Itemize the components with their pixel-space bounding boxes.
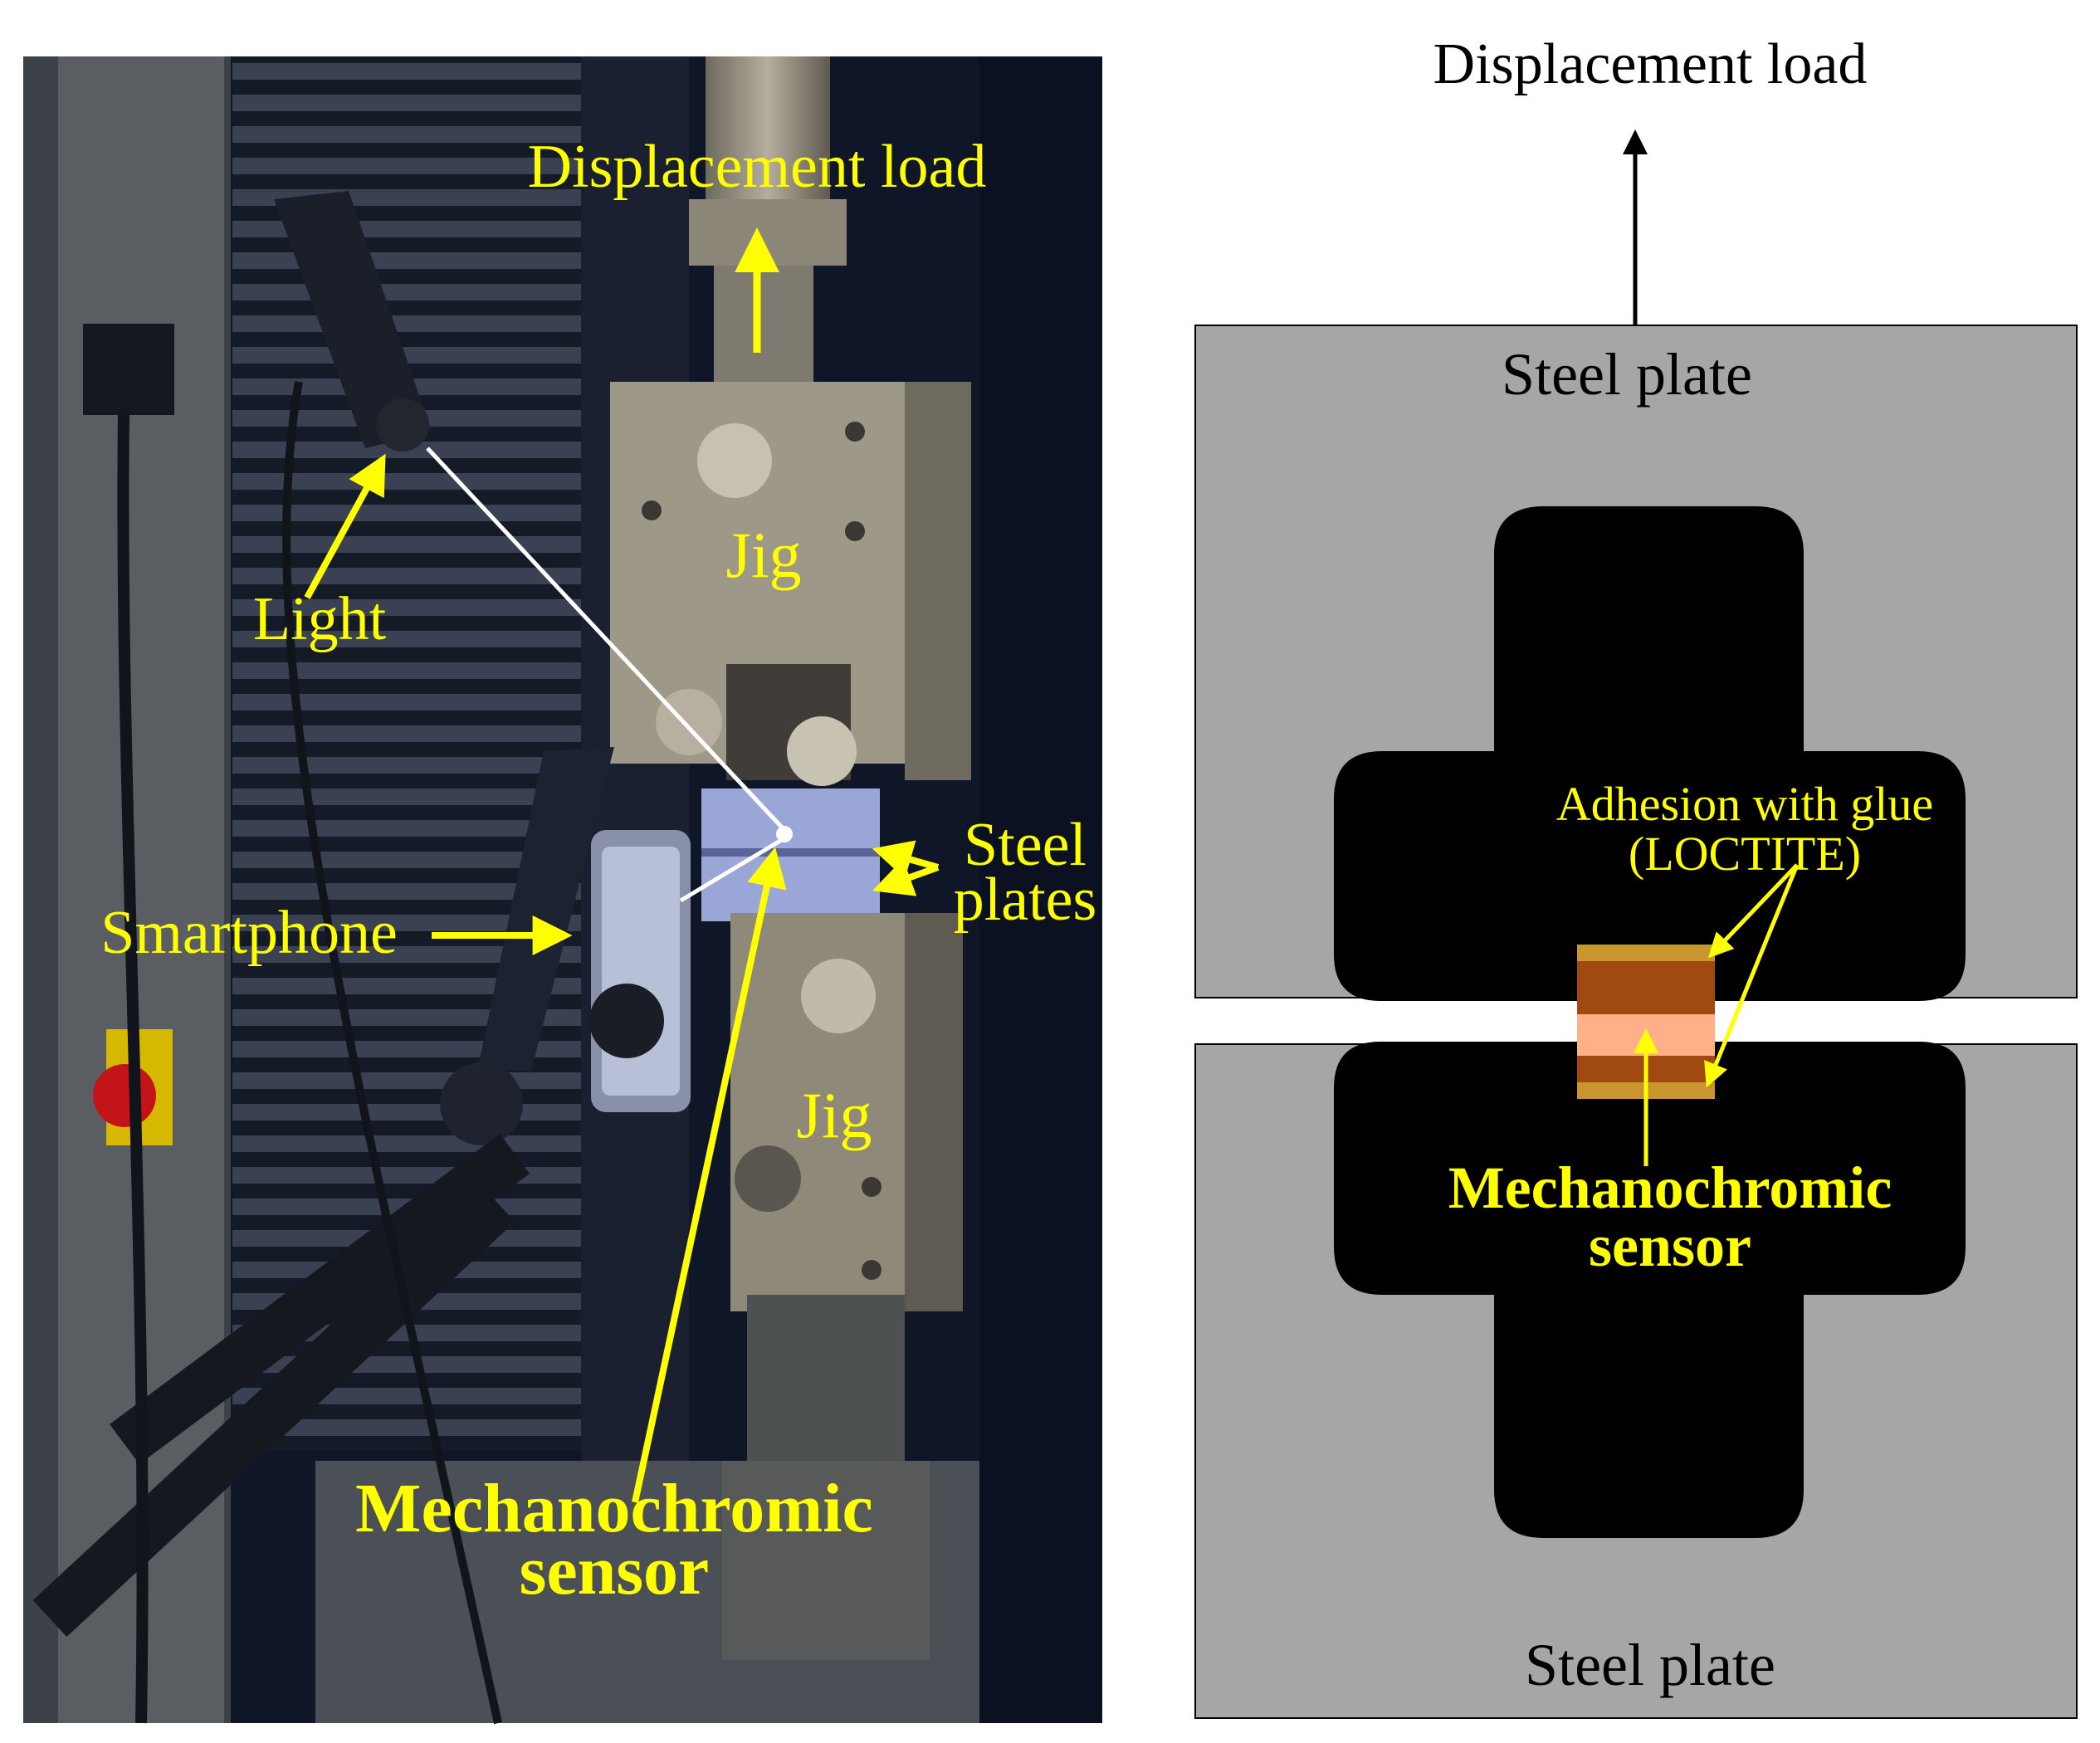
diagram-steel-plate-bottom-label: Steel plate (1525, 1632, 1775, 1698)
photo-jig-bottom-label: Jig (796, 1079, 872, 1151)
photo-steel-plates-label-line1: Steel (964, 811, 1087, 879)
lower-jig-bolt (801, 959, 876, 1033)
sensor-band-top (1577, 961, 1715, 1014)
upper-jig-side (905, 382, 971, 780)
steel-plates-gap (701, 848, 880, 857)
jig-screw (642, 500, 662, 520)
light-head (376, 398, 429, 452)
phone-holder-arm (477, 747, 614, 1071)
light-cable (117, 364, 149, 1724)
diagram-sensor-label-line1: Mechanochromic (1448, 1155, 1892, 1221)
diagram-adhesion-label-line1: Adhesion with glue (1556, 777, 1933, 831)
sensor-glue-top (1577, 945, 1715, 961)
photo-steel-plates-label-line2: plates (954, 866, 1097, 934)
upper-shaft (706, 56, 830, 222)
tripod-leg (110, 1133, 530, 1465)
steel-plates-arrow-lower (872, 858, 940, 896)
light-arrow (304, 453, 386, 599)
jig-screw (845, 422, 865, 442)
adhesion-arrow-bottom (1704, 864, 1800, 1088)
diagram-displacement-load-label: Displacement load (1433, 32, 1868, 96)
emergency-stop-button (93, 1064, 156, 1127)
diagram-adhesion-label-line2: (LOCTITE) (1629, 827, 1861, 881)
smartphone-screen (602, 847, 680, 1096)
phone-clamp-knob (589, 984, 664, 1058)
light-beam (426, 447, 786, 832)
light-clamp (83, 324, 174, 415)
diagram-sensor-label-line2: sensor (1589, 1213, 1751, 1279)
photo-panel: Displacement load Jig Jig Light Smartpho… (23, 56, 1102, 1725)
diagram-steel-plate-top-label: Steel plate (1502, 341, 1752, 408)
adhesion-arrow-top (1707, 863, 1799, 959)
upper-jig-shape (1334, 506, 1966, 1001)
lower-collar (722, 1461, 930, 1660)
upper-jig-pin (697, 423, 772, 498)
light-fixture (274, 191, 432, 448)
sensor-arrow (632, 847, 787, 1503)
tripod-leg (32, 1184, 515, 1638)
photo-jig-top-label: Jig (725, 519, 801, 591)
schematic-panel: Displacement load Steel plate Steel plat… (1194, 32, 2078, 1719)
phone-clamp-knob (440, 1062, 523, 1145)
lower-jig-shape (1334, 1042, 1966, 1538)
upper-jig-bolt (787, 716, 857, 786)
photo-displacement-load-label: Displacement load (528, 133, 987, 201)
upper-shaft-collar (689, 199, 847, 266)
photo-smartphone-label: Smartphone (100, 899, 398, 967)
light-cable (282, 381, 502, 1725)
jig-screw (862, 1260, 882, 1280)
right-frame (979, 56, 1102, 1723)
photo-sensor-label-line2: sensor (520, 1532, 710, 1609)
jig-screw (862, 1177, 882, 1197)
lower-jig-pin (735, 1145, 801, 1212)
light-spot (776, 826, 793, 842)
upper-jig-bolt (656, 689, 722, 755)
lower-jig-side (905, 913, 963, 1311)
photo-light-label: Light (253, 585, 387, 653)
jig-screw (845, 521, 865, 541)
upper-shaft-neck (714, 266, 813, 398)
photo-sensor-label-line1: Mechanochromic (355, 1470, 873, 1547)
